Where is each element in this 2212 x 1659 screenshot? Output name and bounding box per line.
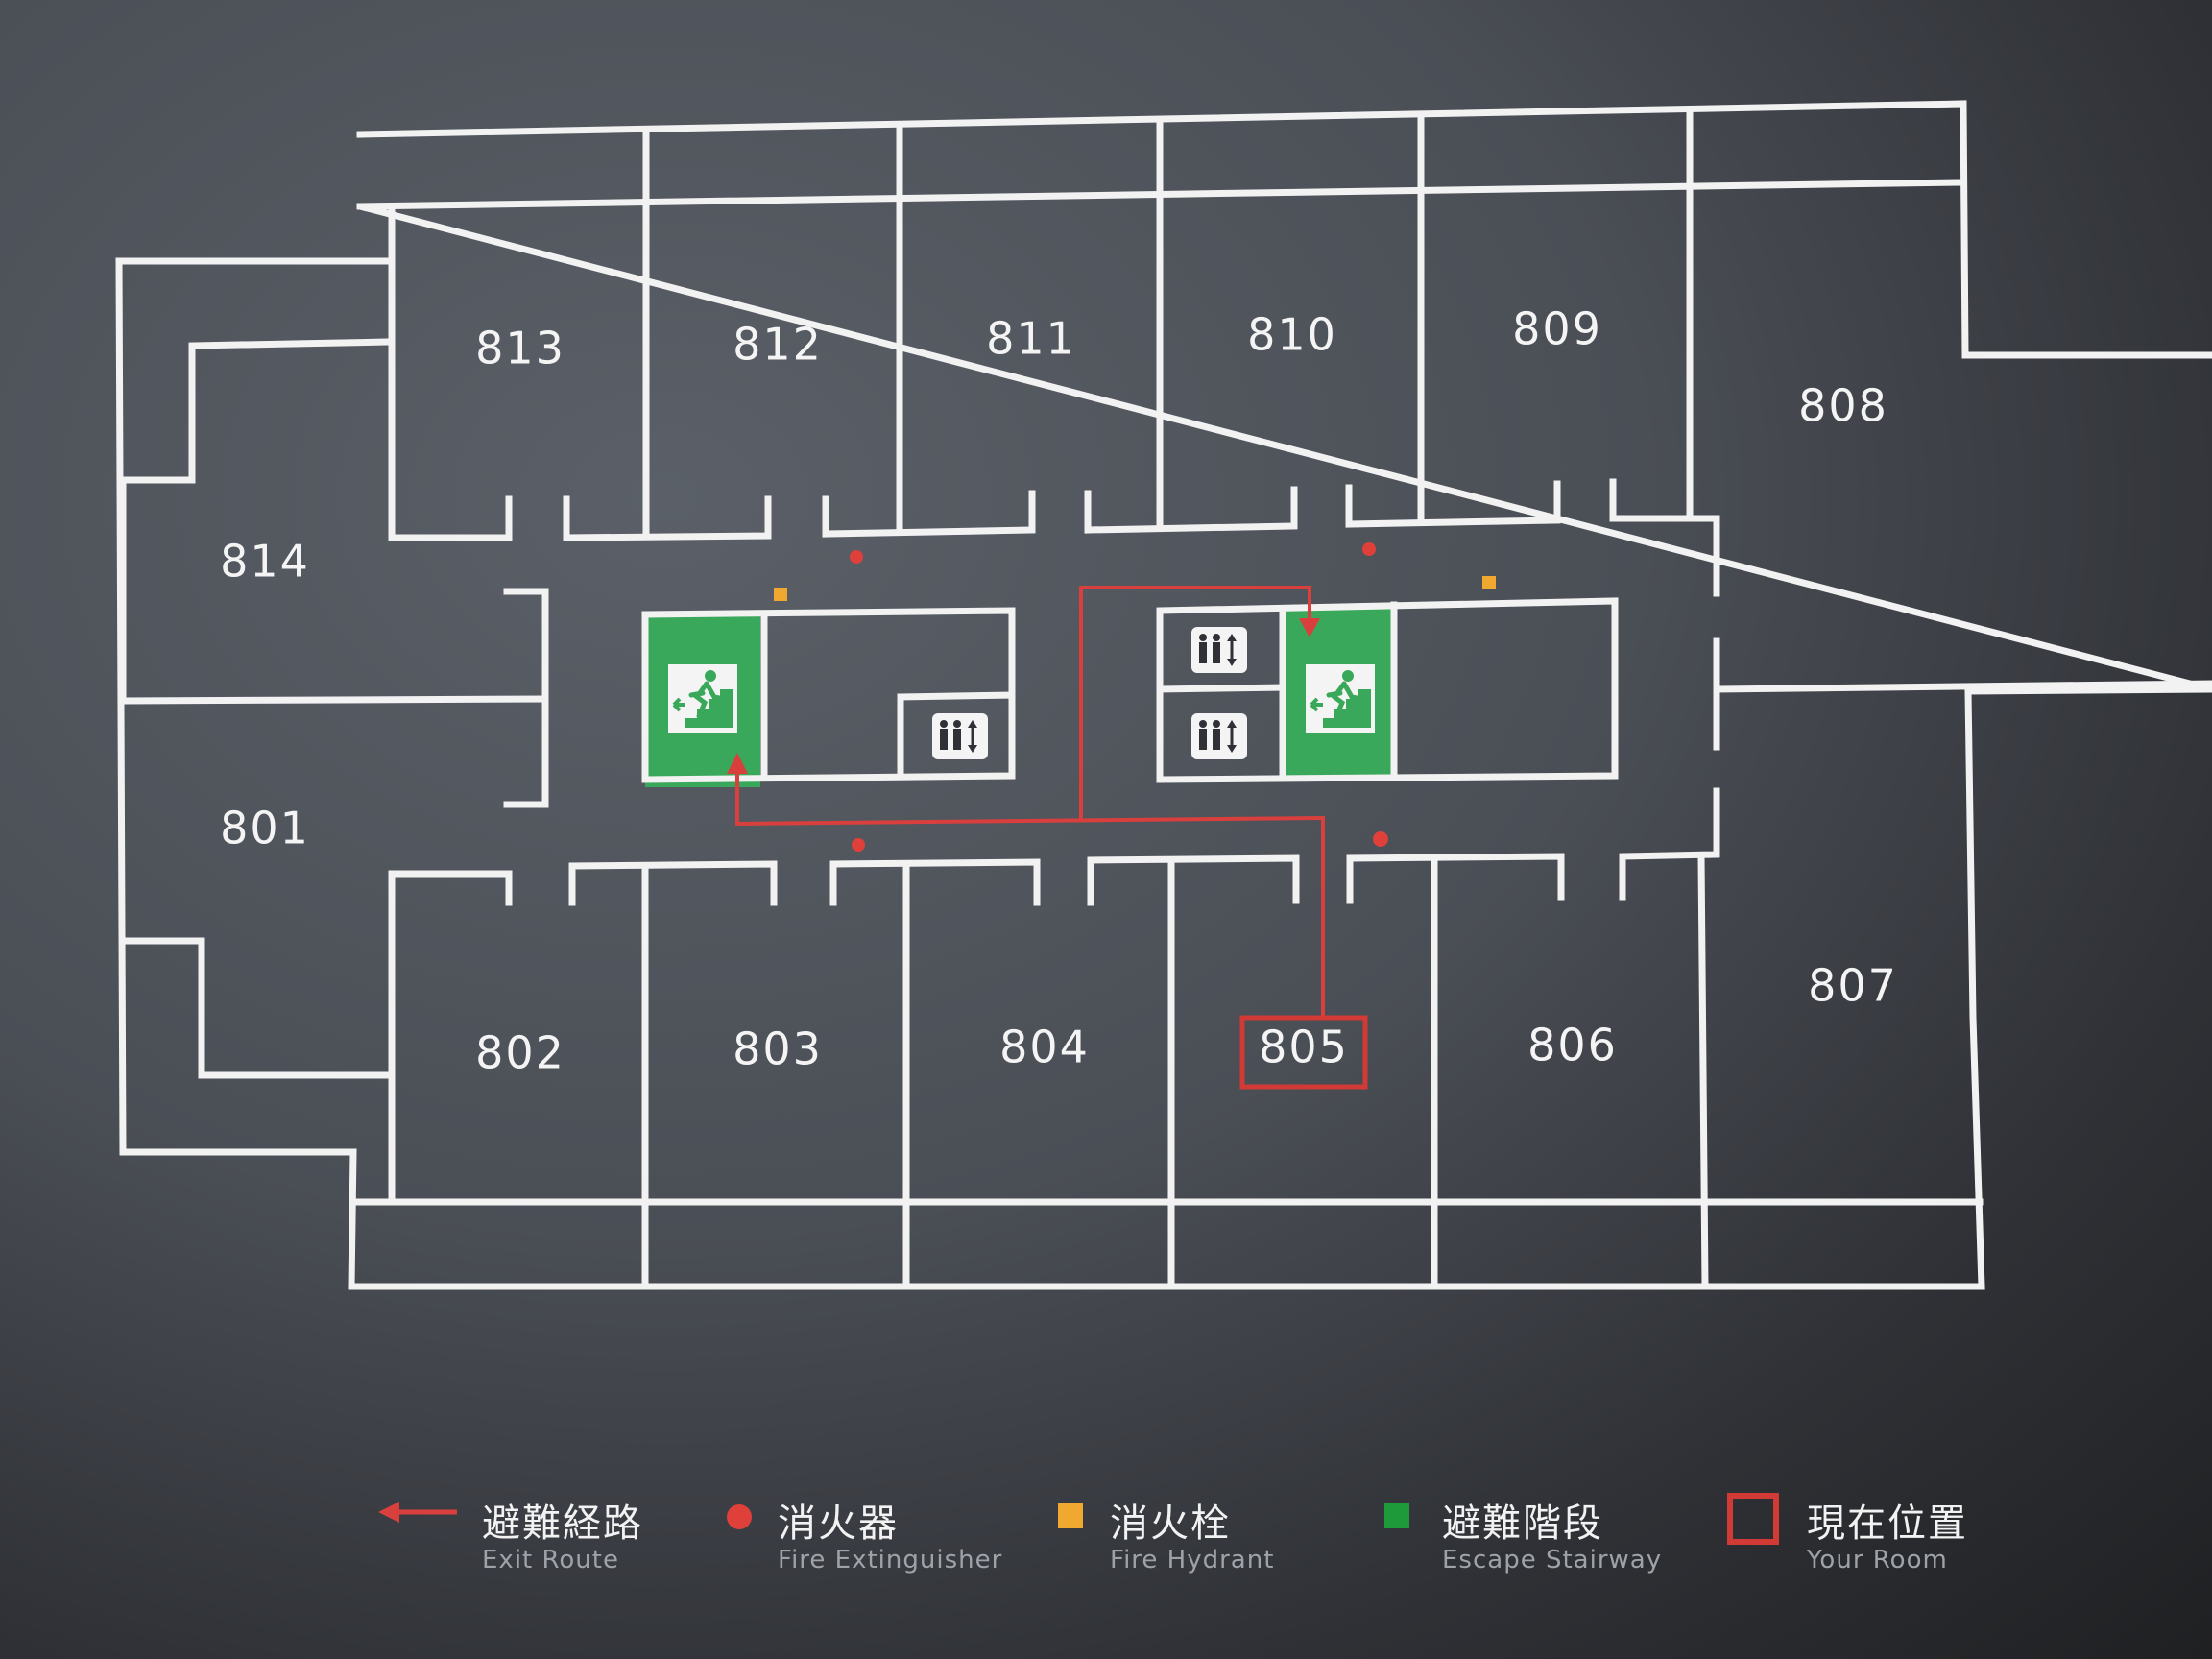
legend-label-en: Fire Hydrant: [1110, 1546, 1275, 1575]
room-label-809: 809: [1512, 303, 1602, 355]
bottom-room-walls: [388, 853, 1709, 1290]
orange-square-icon: [1058, 1503, 1083, 1528]
exit-route: [727, 586, 1325, 1018]
orange-square-icon: [1482, 576, 1496, 589]
core-left: [641, 607, 1016, 787]
room-label-801: 801: [220, 803, 310, 854]
legend-label-en: Your Room: [1807, 1546, 1948, 1575]
elevator-icon: [1191, 713, 1247, 759]
fire-extinguishers: [850, 542, 1388, 852]
elevator-icon: [1191, 627, 1247, 673]
legend-your-room: 現在位置 Your Room: [1726, 1479, 2014, 1613]
room-label-802: 802: [475, 1027, 565, 1079]
room-label-804: 804: [999, 1022, 1090, 1073]
room-label-813: 813: [475, 323, 565, 374]
legend-fire-extinguisher: 消火器 Fire Extinguisher: [724, 1479, 1012, 1613]
room-label-805: 805: [1259, 1022, 1349, 1073]
fire-hydrants: [774, 576, 1496, 601]
your-room-marker: [1239, 1015, 1368, 1090]
legend-label-en: Exit Route: [482, 1546, 619, 1575]
legend-label-zh: 消火器: [778, 1502, 899, 1546]
orange-square-icon: [774, 588, 787, 601]
arrow-left-icon: [378, 1502, 457, 1523]
red-outline-square-icon: [1727, 1493, 1779, 1545]
room-label-803: 803: [733, 1023, 823, 1075]
emergency-exit-stair-icon: [1306, 664, 1375, 733]
legend: 避難経路 Exit Route 消火器 Fire Extinguisher 消火…: [0, 1479, 2212, 1613]
legend-label-en: Escape Stairway: [1442, 1546, 1663, 1575]
room-label-810: 810: [1247, 309, 1337, 361]
legend-label-zh: 避難経路: [482, 1502, 643, 1546]
legend-label-en: Fire Extinguisher: [778, 1546, 1003, 1575]
legend-label-zh: 避難階段: [1442, 1502, 1603, 1546]
room-label-814: 814: [220, 536, 310, 588]
top-room-walls: [388, 109, 1720, 597]
red-dot-icon: [1362, 542, 1376, 556]
green-square-icon: [1384, 1503, 1409, 1528]
room-label-806: 806: [1527, 1020, 1618, 1071]
emergency-exit-stair-icon: [668, 664, 737, 733]
red-dot-icon: [852, 838, 865, 852]
red-dot-icon: [850, 550, 863, 564]
legend-fire-hydrant: 消火栓 Fire Hydrant: [1056, 1479, 1306, 1613]
legend-label-zh: 現在位置: [1807, 1502, 1968, 1546]
room-label-807: 807: [1808, 960, 1898, 1012]
corridor-walls: [119, 478, 1720, 901]
legend-exit-route: 避難経路 Exit Route: [378, 1479, 666, 1613]
room-labels: 813 812 811 810 809 808 814 801 802 803 …: [220, 303, 1898, 1079]
red-dot-icon: [1373, 831, 1388, 847]
legend-label-zh: 消火栓: [1110, 1502, 1231, 1546]
room-label-808: 808: [1798, 380, 1888, 432]
core-right: [1156, 597, 1619, 783]
room-label-812: 812: [733, 319, 823, 371]
legend-escape-stairway: 避難階段 Escape Stairway: [1382, 1479, 1671, 1613]
outer-walls: [115, 100, 2212, 1290]
room-label-811: 811: [986, 313, 1076, 365]
elevator-icon: [932, 713, 988, 759]
red-dot-icon: [727, 1504, 752, 1529]
